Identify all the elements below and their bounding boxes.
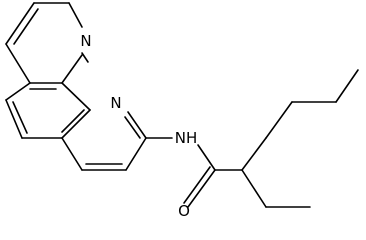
atom-labels: N N NH O — [80, 32, 197, 219]
atom-label-nh: NH — [175, 129, 198, 147]
atom-label-o: O — [178, 202, 190, 219]
chemical-structure-diagram: N N NH O — [5, 2, 359, 219]
atom-label-n-top: N — [80, 32, 91, 50]
atom-label-n-mid: N — [110, 94, 121, 112]
bond-lines — [5, 2, 359, 208]
